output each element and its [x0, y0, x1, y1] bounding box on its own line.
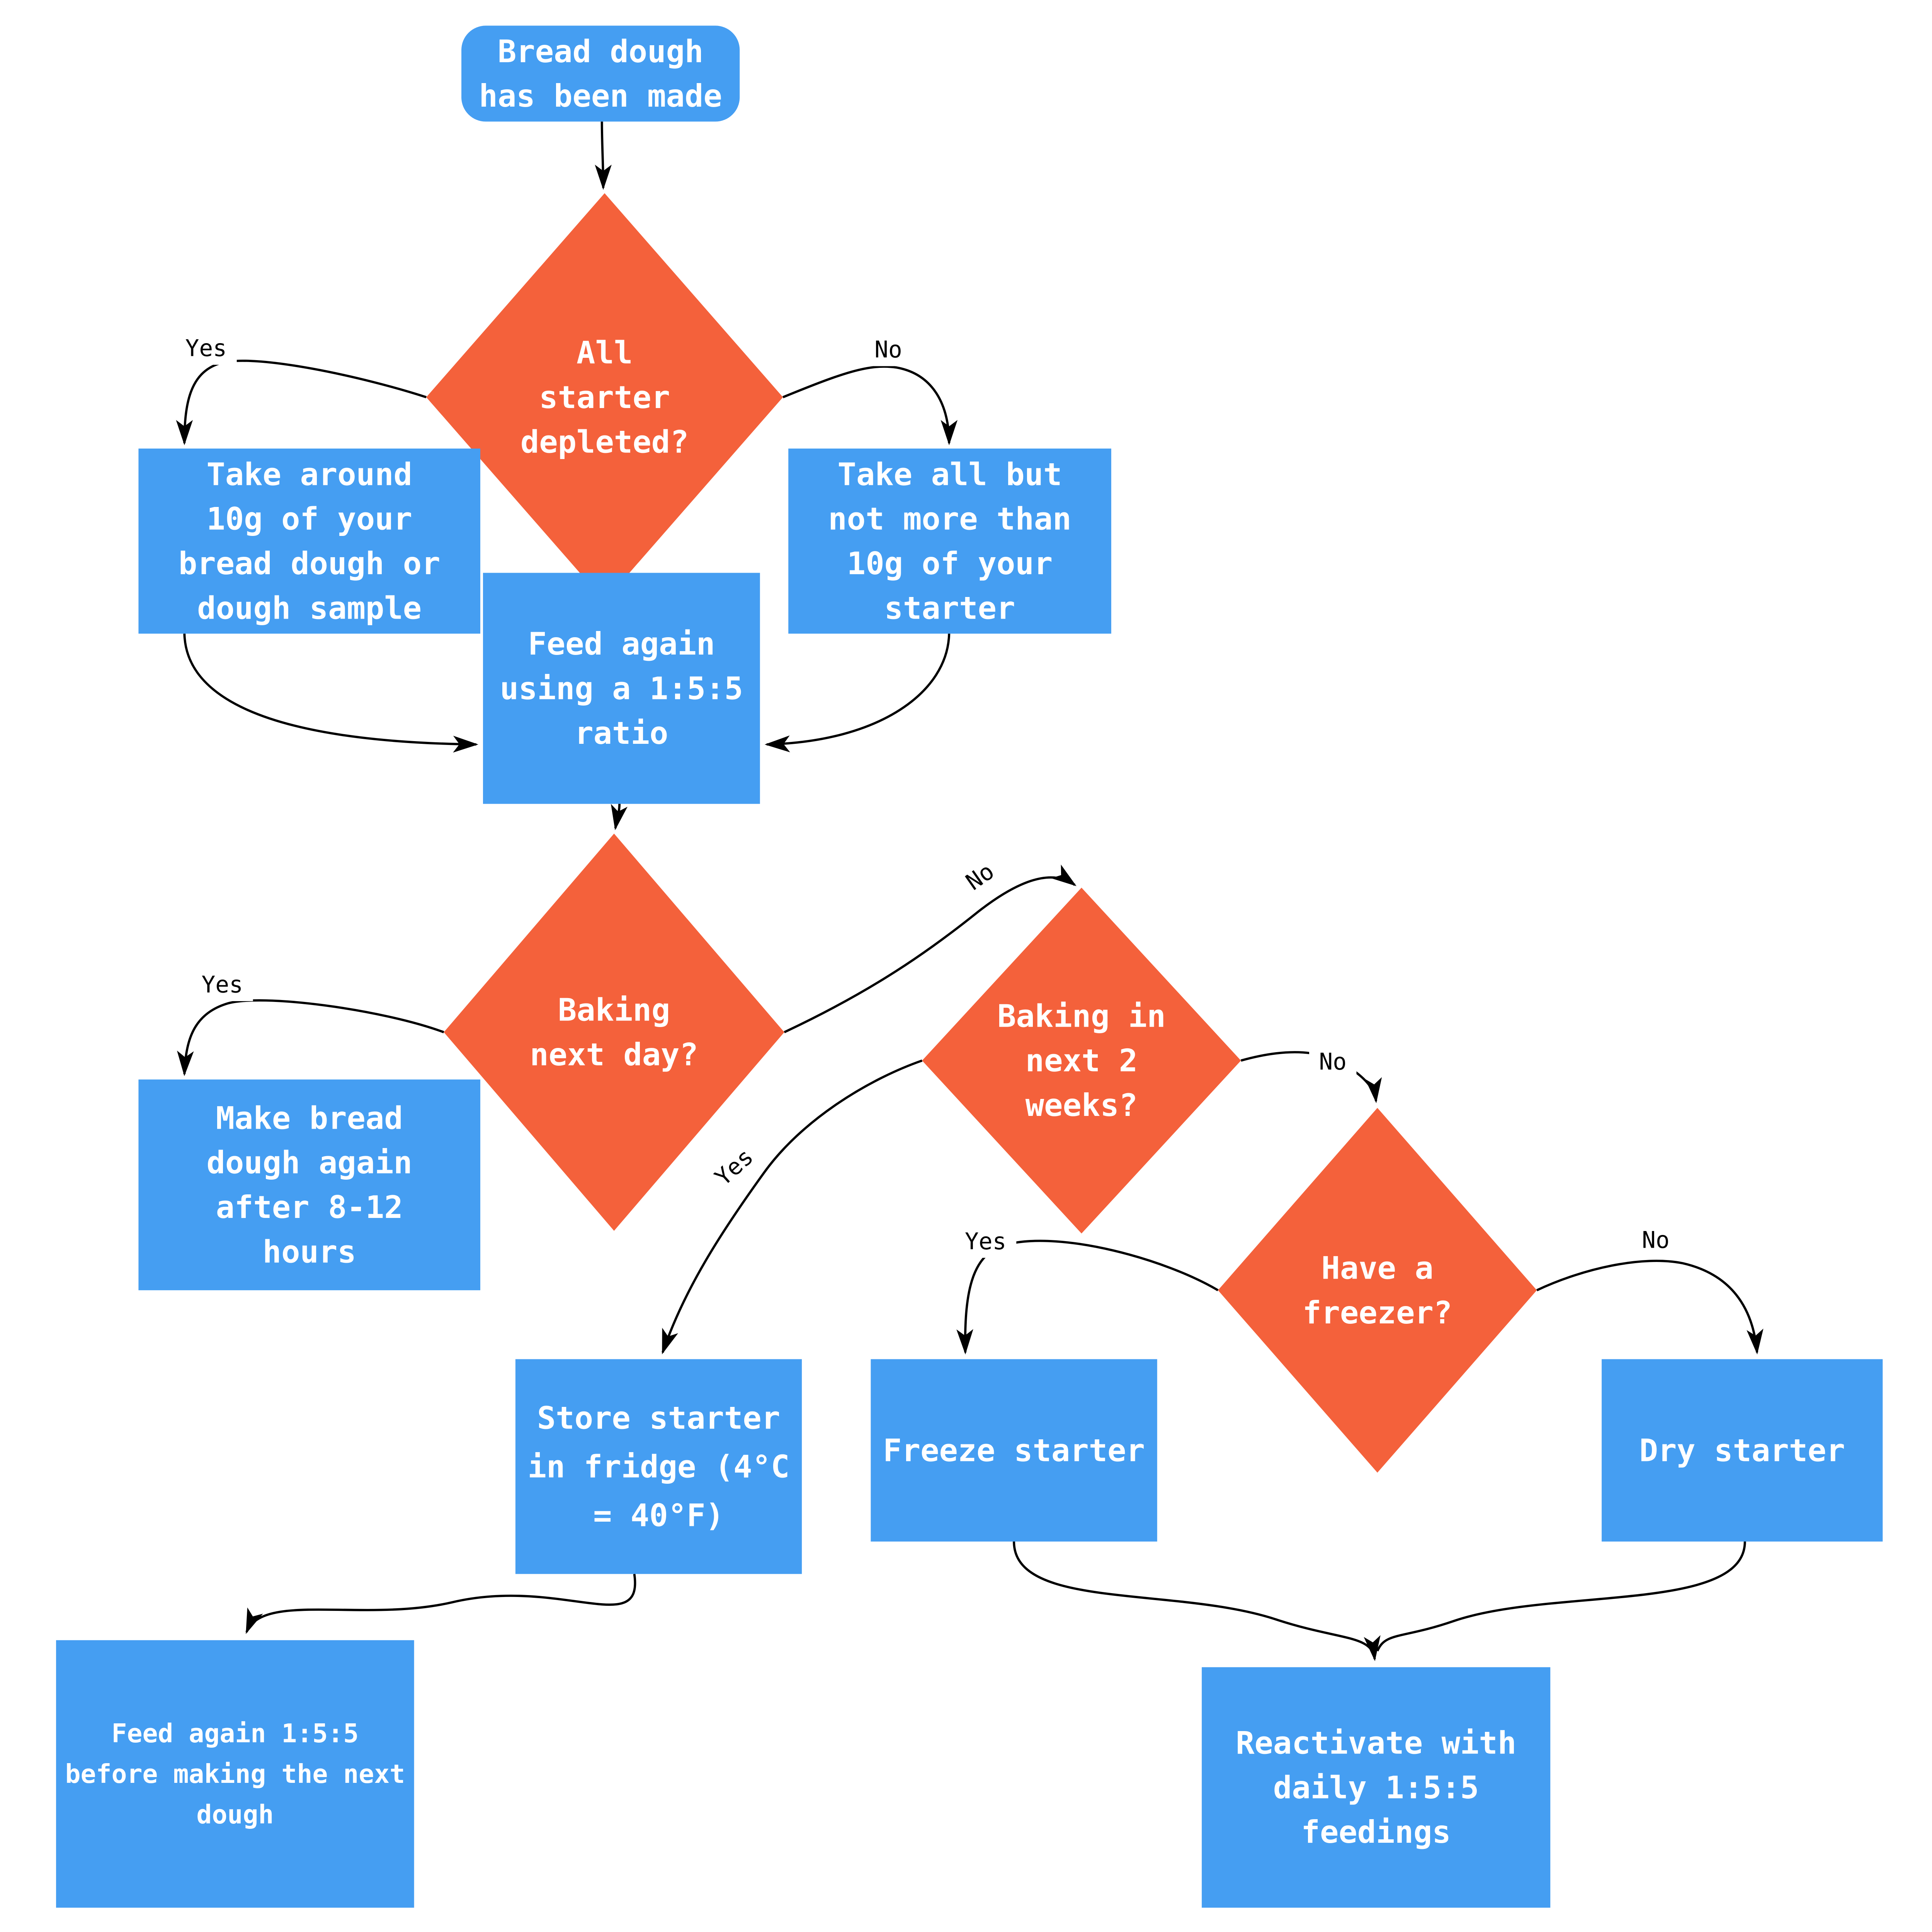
- edge-d1-takeall: [782, 365, 958, 446]
- edge-feed155-d2: [611, 804, 628, 830]
- edge-label-yes-d4: Yes: [955, 1225, 1017, 1258]
- process-rect-shape: [138, 448, 481, 634]
- edge-label-bg: [1632, 1224, 1680, 1257]
- process-rect-shape: [1602, 1359, 1883, 1542]
- edge-label-bg: [191, 968, 253, 1001]
- process-rect-shape: [788, 448, 1111, 634]
- process-rect-shape: [871, 1359, 1157, 1542]
- edge-label-text: No: [1319, 1049, 1347, 1075]
- edge-label-bg: [951, 850, 1009, 904]
- edge-label-no-d1: No: [864, 333, 912, 366]
- edge-d2-makedough: [177, 999, 444, 1077]
- edges-layer: [176, 121, 1764, 1662]
- edge-label-text: Yes: [185, 335, 227, 362]
- edge-d4-dry: [1536, 1260, 1764, 1355]
- edge-label-text: Yes: [965, 1228, 1006, 1255]
- edge-label-bg: [1309, 1046, 1357, 1078]
- edge-label-bg: [701, 1134, 768, 1200]
- edge-label-no-d3: No: [1309, 1046, 1357, 1078]
- edge-d2-d3: [784, 864, 1077, 1034]
- edge-d3-fridge: [662, 1059, 923, 1355]
- edge-freeze-reactivate: [1013, 1541, 1381, 1662]
- edge-dry-reactivate: [1376, 1541, 1746, 1651]
- edge-fridge-feednext: [245, 1574, 636, 1634]
- edge-takeall-feed155: [764, 633, 951, 752]
- edge-label-yes-d3: Yes: [701, 1134, 768, 1200]
- process-rect-shape: [1202, 1667, 1551, 1908]
- edge-d1-take10: [176, 359, 427, 446]
- edge-label-no-d4: No: [1632, 1224, 1680, 1257]
- edge-label-bg: [955, 1225, 1017, 1258]
- edge-start-d1: [595, 121, 612, 190]
- decision-diamond-shape: [1218, 1108, 1537, 1473]
- node-label: Freeze starter: [883, 1432, 1145, 1468]
- process-rect-shape: [56, 1640, 414, 1908]
- terminator-shape: [461, 26, 740, 122]
- edge-label-text: Yes: [201, 971, 243, 998]
- edge-d4-freeze: [956, 1240, 1219, 1355]
- node-freeze: Freeze starter: [871, 1359, 1157, 1542]
- edge-label-bg: [175, 332, 237, 365]
- edge-label-bg: [864, 333, 912, 366]
- edge-label-yes-d2: Yes: [191, 968, 253, 1001]
- process-rect-shape: [483, 573, 760, 804]
- node-label: Dry starter: [1639, 1432, 1845, 1468]
- process-rect-shape: [515, 1359, 802, 1574]
- edge-label-yes-d1: Yes: [175, 332, 237, 365]
- process-rect-shape: [138, 1079, 481, 1291]
- edge-label-text: No: [874, 337, 902, 363]
- edge-take10-feed155: [183, 633, 478, 753]
- node-dry: Dry starter: [1602, 1359, 1883, 1542]
- edge-label-text: No: [1642, 1227, 1670, 1253]
